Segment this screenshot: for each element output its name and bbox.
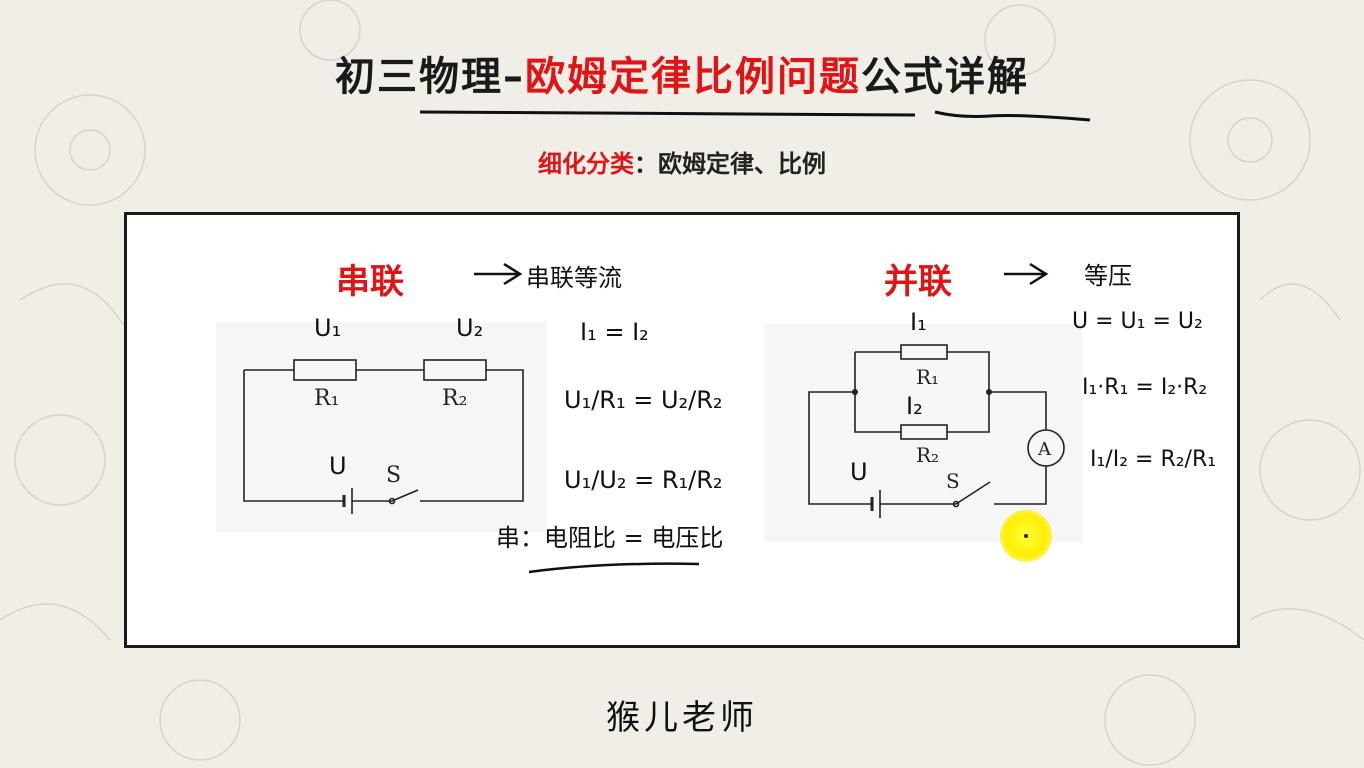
parallel-circuit — [808, 344, 1065, 518]
pointer-highlight — [1000, 510, 1052, 562]
parallel-label-i2: I₂ — [906, 392, 923, 420]
series-formula-2: U₁/R₁ = U₂/R₂ — [564, 386, 723, 414]
parallel-formula-3: I₁/I₂ = R₂/R₁ — [1090, 447, 1216, 472]
series-note: 串联等流 — [474, 262, 622, 292]
parallel-formula-2: I₁·R₁ = I₂·R₂ — [1082, 375, 1207, 400]
series-label-r1: R₁ — [314, 386, 339, 411]
subtitle-label: 细化分类 — [538, 150, 634, 178]
parallel-circuit-panel — [764, 324, 1082, 542]
title-underline — [419, 110, 1091, 122]
series-label-r2: R₂ — [442, 386, 467, 411]
parallel-label-switch: S — [946, 469, 960, 493]
series-circuit — [243, 359, 524, 514]
subtitle: 细化分类：欧姆定律、比例 — [0, 144, 1364, 179]
parallel-switch — [955, 481, 991, 505]
subtitle-value: 欧姆定律、比例 — [658, 150, 826, 178]
parallel-formula-1: U = U₁ = U₂ — [1072, 309, 1203, 334]
title-suffix: 公式详解 — [861, 54, 1029, 100]
series-label-u: U — [329, 452, 347, 480]
author-name: 猴儿老师 — [606, 698, 758, 738]
parallel-note: 等压 — [1004, 262, 1132, 290]
series-conclusion-underline — [528, 562, 700, 574]
series-circuit-panel — [216, 322, 546, 532]
series-label-u2: U₂ — [456, 314, 483, 342]
parallel-title: 并联 — [884, 262, 952, 302]
parallel-label-r2: R₂ — [916, 443, 939, 467]
svg-text:串联等流: 串联等流 — [526, 264, 622, 292]
parallel-label-r1: R₁ — [916, 365, 939, 389]
series-formula-1: I₁ = I₂ — [580, 318, 649, 346]
svg-text:等压: 等压 — [1084, 262, 1132, 290]
parallel-node-right — [986, 389, 992, 395]
parallel-label-i1: I₁ — [910, 308, 927, 336]
circuit-diagrams: 串联等流 R₁ R₂ S U₁ U₂ U I₁ = I₂ U₁/R₁ = U₂/… — [216, 262, 1216, 574]
page-title: 初三物理–欧姆定律比例问题公式详解 — [0, 44, 1364, 102]
title-prefix: 初三物理– — [335, 54, 525, 100]
title-highlight: 欧姆定律比例问题 — [525, 54, 861, 100]
parallel-resistor-r2 — [900, 424, 948, 440]
parallel-label-u: U — [850, 458, 868, 486]
ammeter-label: A — [1037, 439, 1052, 460]
series-conclusion: 串：电阻比 = 电压比 — [496, 524, 723, 552]
series-title: 串联 — [336, 262, 404, 302]
parallel-node-left — [852, 389, 858, 395]
series-formula-3: U₁/U₂ = R₁/R₂ — [564, 466, 723, 494]
series-label-u1: U₁ — [314, 314, 341, 342]
series-label-switch: S — [386, 463, 401, 488]
subtitle-separator: ： — [634, 150, 658, 178]
